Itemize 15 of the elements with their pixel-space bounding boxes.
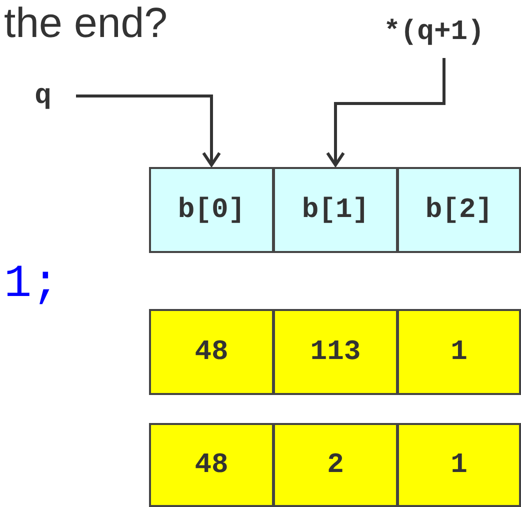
memory-cell: b[0]	[149, 167, 274, 253]
pointer-label: q	[18, 76, 68, 116]
memory-cell: 48	[149, 423, 274, 507]
memory-cell: 1	[397, 309, 521, 395]
memory-cell: 1	[397, 423, 521, 507]
arrow	[326, 58, 446, 166]
question-text: the end?	[4, 0, 168, 46]
memory-cell: 48	[149, 309, 274, 395]
memory-cell: b[2]	[397, 167, 521, 253]
memory-cell: b[1]	[273, 167, 398, 253]
arrow	[76, 94, 221, 166]
pointer-label: *(q+1)	[350, 8, 518, 56]
memory-cell: 2	[273, 423, 398, 507]
code-text: 1;	[4, 258, 60, 310]
memory-cell: 113	[273, 309, 398, 395]
